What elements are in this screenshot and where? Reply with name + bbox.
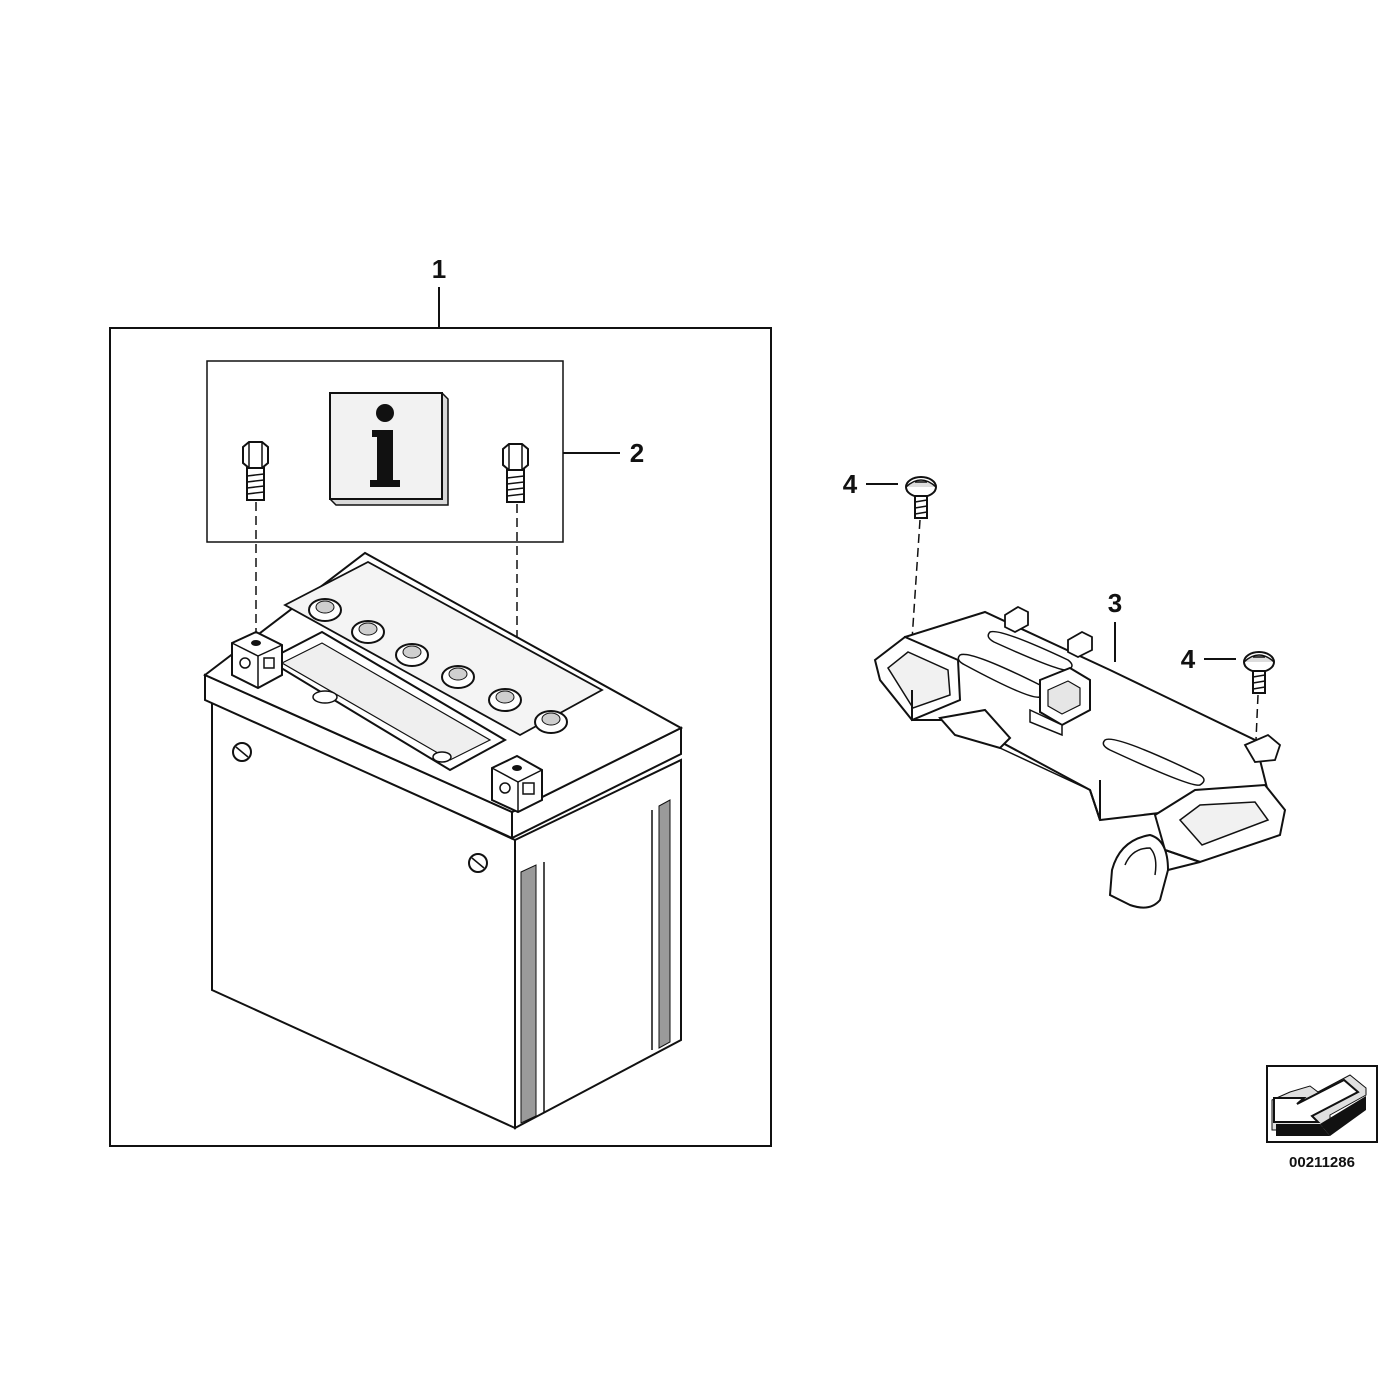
battery-frame [109, 327, 772, 1147]
callout-4-top-group[interactable]: 4 [843, 469, 898, 499]
callout-3-group[interactable]: 3 [1108, 588, 1122, 662]
callout-1-label[interactable]: 1 [432, 254, 446, 284]
direction-arrow-icon [1266, 1065, 1378, 1143]
kit-frame [206, 360, 564, 543]
callout-4-right-label[interactable]: 4 [1181, 644, 1196, 674]
callout-1-group[interactable]: 1 [432, 254, 446, 328]
terminal-left [231, 630, 283, 690]
callout-4-right-group[interactable]: 4 [1181, 644, 1236, 674]
screw-top-axis [911, 519, 921, 641]
drawing-number: 00211286 [1289, 1154, 1355, 1171]
bolt-right-icon [502, 443, 529, 503]
bolt-left-icon [242, 441, 269, 501]
info-icon [329, 392, 449, 506]
battery-icon [203, 551, 684, 1130]
callout-2-label[interactable]: 2 [630, 438, 644, 468]
battery-bracket-icon [873, 605, 1287, 909]
terminal-right [491, 754, 543, 814]
callout-4-top-label[interactable]: 4 [843, 469, 858, 499]
screw-top-icon [905, 476, 937, 519]
screw-right-icon [1243, 651, 1275, 694]
vent-caps [308, 598, 568, 734]
callout-3-label[interactable]: 3 [1108, 588, 1122, 618]
callout-2-group[interactable]: 2 [563, 438, 644, 468]
